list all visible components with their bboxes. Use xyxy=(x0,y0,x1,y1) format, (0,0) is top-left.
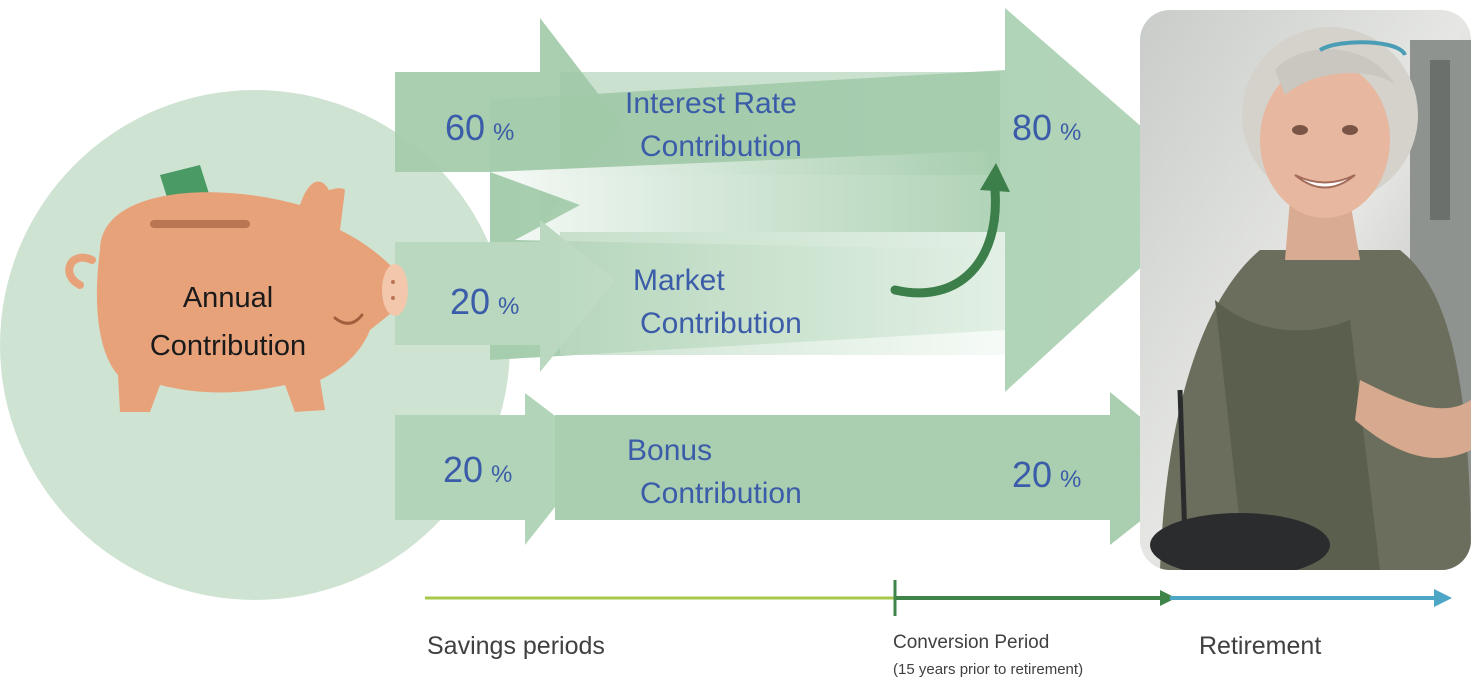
timeline-retirement-arrowhead xyxy=(1434,589,1452,607)
bonus-label-line1: Bonus xyxy=(627,434,712,467)
interest-label-line2: Contribution xyxy=(640,130,802,163)
piggy-bank-icon xyxy=(65,165,408,412)
conversion-curve-arrow xyxy=(890,185,1000,298)
market-label-line1: Market xyxy=(633,264,725,297)
bonus-input-arrow xyxy=(395,393,600,545)
timeline xyxy=(425,580,1452,616)
conversion-period-label: Conversion Period xyxy=(893,632,1049,653)
conversion-period-note: (15 years prior to retirement) xyxy=(893,661,1083,678)
timeline-conversion-arrowhead xyxy=(1160,590,1176,606)
bonus-label-line2: Contribution xyxy=(640,477,802,510)
retirement-label: Retirement xyxy=(1199,632,1321,660)
market-input-percent: 20% xyxy=(450,281,519,322)
source-label-line1: Annual xyxy=(183,282,273,314)
interest-input-percent: 60% xyxy=(445,107,514,148)
interest-output-percent: 80% xyxy=(1012,107,1081,148)
market-arrow-band xyxy=(560,232,1005,355)
retiree-photo xyxy=(1140,10,1471,570)
savings-period-label: Savings periods xyxy=(427,632,605,660)
bonus-output-percent: 20% xyxy=(1012,454,1081,495)
source-label-line2: Contribution xyxy=(150,330,306,362)
conversion-arrowhead xyxy=(980,163,1010,192)
market-label-line2: Contribution xyxy=(640,307,802,340)
bonus-arrow xyxy=(555,392,1205,545)
interest-arrow-band xyxy=(560,72,1000,175)
bonus-input-percent: 20% xyxy=(443,449,512,490)
fade-band xyxy=(490,150,1005,250)
interest-label-line1: Interest Rate xyxy=(625,87,797,120)
